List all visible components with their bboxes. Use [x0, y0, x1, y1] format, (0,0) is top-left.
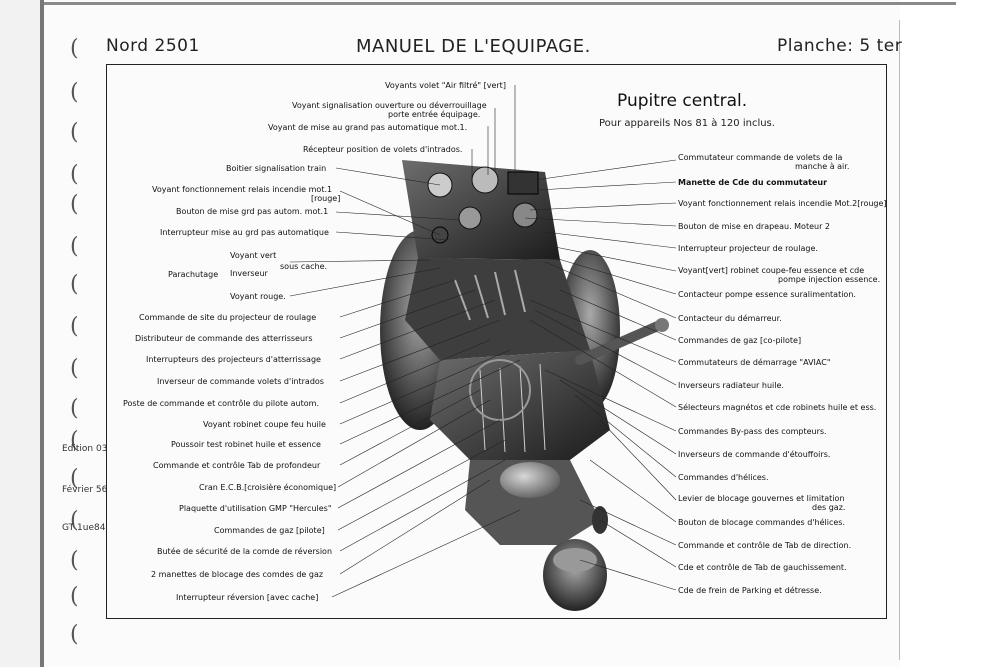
header-aircraft: Nord 2501 [106, 36, 200, 56]
binder-hole-mark: ( [70, 192, 79, 217]
throttle-quadrant [430, 350, 610, 460]
label-fire-relay-light-1-color: [rouge] [311, 194, 341, 203]
label-coarse-pitch-light: Voyant de mise au grand pas automatique … [268, 123, 468, 132]
label-para-red-light: Voyant rouge. [230, 292, 286, 301]
label-bypass-controls: Commandes By-pass des compteurs. [678, 427, 827, 436]
label-aviac-switches: Commutateurs de démarrage "AVIAC" [678, 358, 831, 367]
label-throttle-locks: 2 manettes de blocage des comdes de gaz [151, 570, 324, 579]
label-valve-test-button: Poussoir test robinet huile et essence [171, 440, 321, 449]
middle-pedestal [405, 258, 590, 360]
figure-title: Pupitre central. [617, 91, 748, 111]
page-edge [40, 0, 44, 667]
label-para-inverter: Inverseur [230, 269, 268, 278]
label-feather-button-2: Bouton de mise en drapeau. Moteur 2 [678, 222, 830, 231]
label-autopilot-control: Poste de commande et contrôle du pilote … [123, 399, 319, 408]
label-air-filter-lights: Voyants volet "Air filtré" [vert] [385, 81, 506, 90]
binder-hole-mark: ( [70, 356, 79, 381]
page-right-edge [899, 20, 900, 660]
label-fire-relay-light-1: Voyant fonctionnement relais incendie mo… [152, 185, 333, 194]
binder-hole-mark: ( [70, 234, 79, 259]
label-landing-light-switches: Interrupteurs des projecteurs d'atterris… [146, 355, 321, 364]
bottom-pedestal [465, 460, 600, 545]
label-magneto-selectors: Sélecteurs magnétos et cde robinets huil… [678, 403, 877, 412]
label-door-warning-light: Voyant signalisation ouverture ou déverr… [292, 101, 487, 110]
label-aileron-tab: Cde et contrôle de Tab de gauchissement. [678, 563, 847, 572]
binder-hole-mark: ( [70, 314, 79, 339]
label-boost-pump-contactor: Contacteur pompe essence suralimentation… [678, 290, 856, 299]
label-air-scoop-switch: Commutateur commande de volets de la [678, 153, 843, 162]
label-para-under-cover: sous cache. [280, 262, 328, 271]
figure-subtitle: Pour appareils Nos 81 à 120 inclus. [599, 118, 775, 129]
label-elevator-tab: Commande et contrôle Tab de profondeur [153, 461, 321, 470]
label-ecb-notch: Cran E.C.B.[croisière économique] [199, 483, 337, 492]
margin-note-ref: GT 1ue84 [62, 523, 106, 533]
label-parachutage: Parachutage [168, 270, 219, 279]
binder-hole-mark: ( [70, 120, 79, 145]
label-reversion-stop: Butée de sécurité de la comde de réversi… [157, 547, 333, 556]
binder-hole-mark: ( [70, 80, 79, 105]
binder-hole-mark: ( [70, 272, 79, 297]
label-propeller-controls: Commandes d'hélices. [678, 473, 769, 482]
header-manual-title: MANUEL DE L'EQUIPAGE. [356, 36, 591, 57]
label-door-warning-light-cont: porte entrée équipage. [388, 110, 481, 119]
label-auto-coarse-pitch-switch: Interrupteur mise au grd pas automatique [160, 228, 329, 237]
label-propeller-lock-button: Bouton de blocage commandes d'hélices. [678, 518, 845, 527]
scanner-margin [0, 0, 40, 667]
binder-hole-mark: ( [70, 36, 79, 61]
binder-hole-mark: ( [70, 548, 79, 573]
page-top-edge [44, 2, 956, 5]
label-landing-gear-distributor: Distributeur de commande des atterrisseu… [135, 334, 313, 343]
label-air-scoop-switch-cont: manche à air. [795, 162, 850, 171]
label-fuel-valve-light: Voyant[vert] robinet coupe-feu essence e… [678, 266, 865, 275]
binder-hole-mark: ( [70, 466, 79, 491]
label-gust-lock-lever: Levier de blocage gouvernes et limitatio… [678, 494, 845, 503]
label-oil-fire-valve-light: Voyant robinet coupe feu huile [203, 420, 326, 429]
label-rudder-tab: Commande et contrôle de Tab de direction… [678, 541, 852, 550]
binder-hole-mark: ( [70, 428, 79, 453]
binder-hole-mark: ( [70, 396, 79, 421]
label-parking-brake: Cde de frein de Parking et détresse. [678, 586, 822, 595]
label-fuel-valve-light-cont: pompe injection essence. [778, 275, 881, 284]
label-fire-relay-light-2: Voyant fonctionnement relais incendie Mo… [678, 199, 887, 208]
label-starter-contactor: Contacteur du démarreur. [678, 314, 782, 323]
binder-hole-mark: ( [70, 162, 79, 187]
margin-note-date: Février 56 [62, 485, 108, 495]
label-reversion-switch: Interrupteur réversion [avec cache] [176, 593, 319, 602]
figure-frame [106, 64, 887, 619]
label-taxi-light-elevation: Commande de site du projecteur de roulag… [139, 313, 317, 322]
binder-hole-mark: ( [70, 584, 79, 609]
label-copilot-throttles: Commandes de gaz [co-pilote] [678, 336, 802, 345]
binder-hole-mark: ( [70, 622, 79, 647]
label-para-green-light: Voyant vert [230, 251, 277, 260]
label-gear-signal-box: Boitier signalisation train [226, 164, 327, 173]
label-flap-position-receiver: Récepteur position de volets d'intrados. [303, 145, 463, 154]
label-taxi-light-switch: Interrupteur projecteur de roulage. [678, 244, 818, 253]
label-pilot-throttles: Commandes de gaz [pilote] [214, 526, 325, 535]
label-damper-inverters: Inverseurs de commande d'étouffoirs. [678, 450, 831, 459]
label-flap-inverter: Inverseur de commande volets d'intrados [157, 377, 324, 386]
label-coarse-pitch-button-1: Bouton de mise grd pas autom. mot.1 [176, 207, 329, 216]
label-switch-lever: Manette de Cde du commutateur [678, 178, 828, 187]
label-gmp-plate: Plaquette d'utilisation GMP "Hercules" [179, 504, 332, 513]
label-gust-lock-lever-cont: des gaz. [812, 503, 846, 512]
binder-hole-mark: ( [70, 508, 79, 533]
margin-note-edition: Edition 03 [62, 444, 108, 454]
header-plate-number: Planche: 5 ter [777, 36, 903, 56]
label-oil-radiator-inverters: Inverseurs radiateur huile. [678, 381, 784, 390]
